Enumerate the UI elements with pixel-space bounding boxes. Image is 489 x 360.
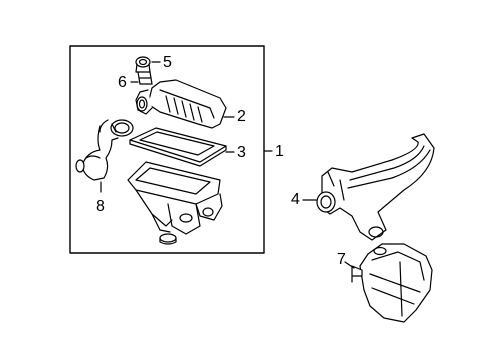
- vent-tube-part: [135, 56, 153, 85]
- callout-1: 1: [275, 143, 284, 160]
- resonator-box-part: [351, 243, 433, 323]
- leader-7: [344, 261, 355, 269]
- callout-3: 3: [237, 144, 246, 161]
- intake-duct-part: [75, 119, 134, 181]
- resonator-tube-part: [316, 133, 435, 241]
- callout-4: 4: [291, 191, 300, 208]
- lower-housing-part: [127, 161, 223, 235]
- callout-5: 5: [163, 54, 172, 71]
- assembly-frame: [69, 45, 265, 254]
- callout-6: 6: [118, 74, 127, 91]
- filter-element-part: [129, 127, 227, 167]
- callout-7: 7: [337, 251, 346, 268]
- callout-8: 8: [96, 198, 105, 215]
- callout-2: 2: [237, 108, 246, 125]
- grommet-part: [159, 233, 177, 245]
- upper-housing-part: [135, 79, 227, 129]
